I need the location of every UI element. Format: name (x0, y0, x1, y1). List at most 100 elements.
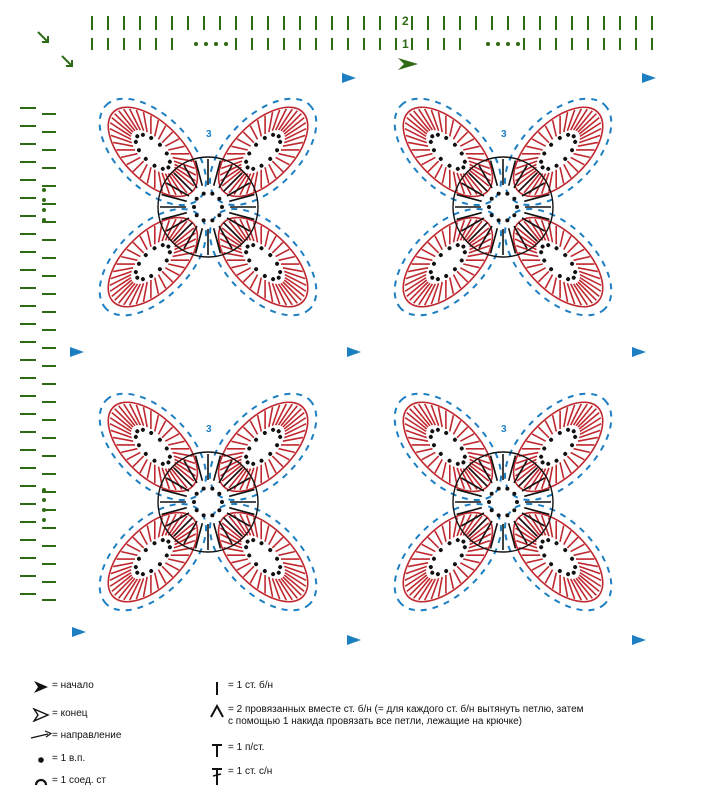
dc-stitch (405, 565, 428, 575)
dc-stitch (559, 115, 561, 134)
dc-stitch (256, 572, 263, 589)
dc-stitch (283, 270, 306, 280)
dc-stitch (411, 558, 430, 560)
dc-stitch (121, 447, 138, 454)
dc-stitch (271, 455, 284, 468)
petal (98, 97, 208, 207)
petal (393, 392, 503, 502)
dc-stitch (468, 169, 490, 187)
dc-stitch (551, 120, 558, 137)
chain-dot (160, 243, 165, 248)
dc-stitch (126, 248, 141, 258)
chain-dot (554, 163, 559, 168)
crochet-chart: 2 1 3 3 3 3 (20, 14, 656, 645)
chain-dot (428, 270, 433, 275)
dc-stitch (573, 550, 590, 557)
dc-stitch (153, 572, 160, 589)
sc-stitch (222, 516, 243, 537)
dc-stitch (566, 241, 579, 254)
dc-stitch (231, 145, 248, 151)
center-chain-dot (489, 213, 494, 218)
center-chain-dot (505, 191, 510, 196)
sc-stitch (212, 523, 222, 549)
sc-stitch (489, 523, 499, 549)
dc-stitch (121, 255, 138, 262)
dc-stitch (282, 113, 302, 133)
dc-stitch (575, 577, 593, 599)
chain-dot (444, 274, 449, 279)
chain-dot (428, 565, 433, 570)
dc-stitch (579, 422, 602, 436)
dc-stitch (283, 117, 305, 135)
dc-stitch (132, 241, 145, 254)
dc-stitch (282, 267, 304, 273)
dc-stitch (430, 282, 440, 305)
chain-dot (570, 556, 575, 561)
direction-arrow (632, 635, 646, 645)
center-chain-dot (505, 513, 510, 518)
dc-stitch (275, 543, 290, 553)
petal (208, 502, 318, 612)
chain-dot (276, 134, 281, 139)
dc-stitch (566, 109, 576, 132)
dc-stitch (569, 108, 583, 131)
petal-edge (402, 216, 494, 308)
dc-stitch (430, 109, 440, 132)
petal-chain-outline (208, 502, 318, 612)
dc-stitch (421, 156, 436, 166)
dc-stitch (249, 125, 259, 140)
dc-stitch (427, 241, 440, 254)
dc-stitch (563, 281, 569, 303)
dc-stitch (116, 263, 135, 265)
dc-stitch (563, 576, 569, 598)
dc-stitch (468, 227, 490, 245)
dc-stitch (452, 569, 462, 584)
dc-stitch (139, 163, 148, 179)
dc-stitch (110, 429, 133, 439)
dc-stitch (157, 420, 167, 435)
sc-stitch (521, 512, 545, 527)
chain-dot (251, 243, 256, 248)
direction-arrow (347, 347, 361, 357)
dc-stitch (111, 117, 133, 135)
center-ring (452, 451, 554, 553)
sc-stitch (183, 460, 198, 484)
center-chain-dot (210, 191, 215, 196)
direction-arrow (70, 347, 84, 357)
chain-dot (540, 539, 545, 544)
dc-stitch (405, 270, 428, 280)
chain-dot (570, 148, 575, 153)
center-chain-dot (220, 205, 224, 209)
dc-stitch (164, 433, 180, 442)
chain-dot (554, 246, 559, 251)
motif-block (393, 97, 613, 317)
petal-chain-outline (208, 97, 318, 207)
dc-stitch (112, 436, 134, 442)
dc-stitch (231, 263, 248, 269)
chain-dot (245, 165, 250, 170)
petal-edge (402, 401, 494, 493)
sc-stitch (517, 467, 538, 488)
chain-dot (167, 545, 172, 550)
dc-stitch (109, 571, 132, 587)
chain-dot (571, 275, 576, 280)
dc-stitch (406, 117, 428, 135)
dc-stitch (407, 436, 429, 442)
dc-stitch (111, 279, 133, 297)
chain-dot (444, 135, 449, 140)
dc-stitch (411, 263, 430, 265)
center-chain-dot (496, 191, 501, 196)
dc-stitch (445, 575, 447, 594)
chain-dot (540, 165, 545, 170)
chain-dot (275, 443, 280, 448)
chain-dot (262, 569, 267, 574)
dc-stitch (264, 575, 266, 594)
petal-edge (107, 401, 199, 493)
sc-stitch (461, 512, 485, 527)
petal (98, 502, 208, 612)
dc-stitch (282, 436, 304, 442)
dc-stitch (423, 578, 437, 601)
chain-dot (271, 572, 276, 577)
dc-stitch (264, 525, 270, 542)
dc-stitch (566, 404, 576, 427)
